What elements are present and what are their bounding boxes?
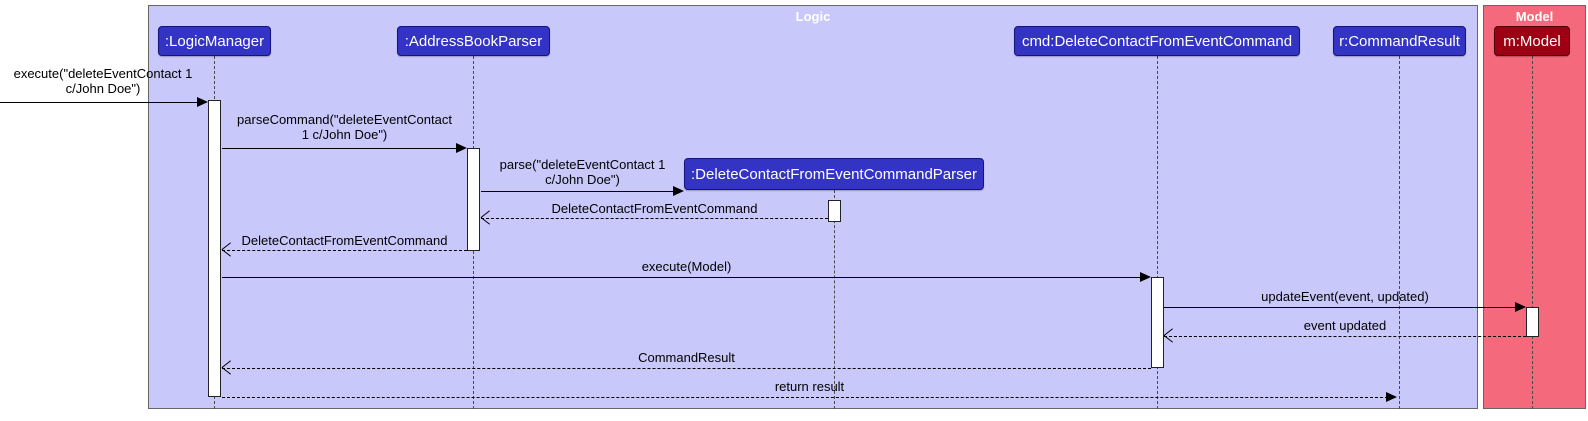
model-frame-title: Model [1515,9,1554,24]
message-return-command-to-address-book-parser-line [481,218,828,219]
arrowhead-execute-user [197,97,208,107]
message-execute-model-line [222,277,1140,278]
message-return-command-to-address-book-parser-label: DeleteContactFromEventCommand [551,201,758,216]
message-return-result-label: return result [774,379,845,394]
participant-m-model: m:Model [1494,26,1570,56]
arrowhead-command-result [222,362,233,373]
message-parse-line [481,191,673,192]
activation-address-book-parser [467,148,480,251]
activation-m-model [1526,307,1539,337]
message-execute-user-line [0,102,198,103]
message-parse-command-line [222,148,457,149]
activation-cmd-delete-contact-from-event-command [1151,277,1164,368]
arrowhead-return-command-to-address-book-parser [481,212,492,223]
lifeline-m-model [1532,56,1533,409]
lifeline-r-command-result [1399,56,1400,409]
message-return-result-line [222,397,1388,398]
participant-address-book-parser: :AddressBookParser [397,26,550,56]
message-parse-command-label: parseCommand("deleteEventContact 1 c/Joh… [237,112,452,142]
lifeline-delete-contact-from-event-command-parser [834,190,835,409]
participant-r-command-result: r:CommandResult [1333,26,1466,56]
arrowhead-return-command-to-logic-manager [222,244,233,255]
message-parse-label: parse("deleteEventContact 1 c/John Doe") [499,157,666,187]
activation-logic-manager [208,100,221,397]
lifeline-cmd-delete-contact-from-event-command [1157,56,1158,409]
message-execute-model-label: execute(Model) [641,259,732,274]
arrowhead-return-result [1386,392,1397,402]
participant-logic-manager: :LogicManager [158,26,271,56]
arrowhead-execute-model [1140,272,1151,282]
message-command-result-line [222,368,1151,369]
arrowhead-parse-command [456,143,467,153]
model-frame [1483,5,1586,409]
logic-frame-title: Logic [795,9,831,24]
message-event-updated-label: event updated [1303,318,1387,333]
arrowhead-event-updated [1164,330,1175,341]
arrowhead-update-event [1515,302,1526,312]
participant-cmd-delete-contact-from-event-command: cmd:DeleteContactFromEventCommand [1014,26,1300,56]
message-update-event-label: updateEvent(event, updated) [1261,289,1429,304]
logic-frame [148,5,1478,409]
arrowhead-parse [673,186,684,196]
participant-delete-contact-from-event-command-parser: :DeleteContactFromEventCommandParser [684,158,984,190]
message-return-command-to-logic-manager-label: DeleteContactFromEventCommand [241,233,448,248]
message-command-result-label: CommandResult [638,350,735,365]
message-update-event-line [1164,307,1515,308]
message-event-updated-line [1164,336,1526,337]
message-execute-user-label: execute("deleteEventContact 1 c/John Doe… [13,66,193,96]
activation-delete-contact-from-event-command-parser [828,200,841,222]
message-return-command-to-logic-manager-line [222,250,467,251]
